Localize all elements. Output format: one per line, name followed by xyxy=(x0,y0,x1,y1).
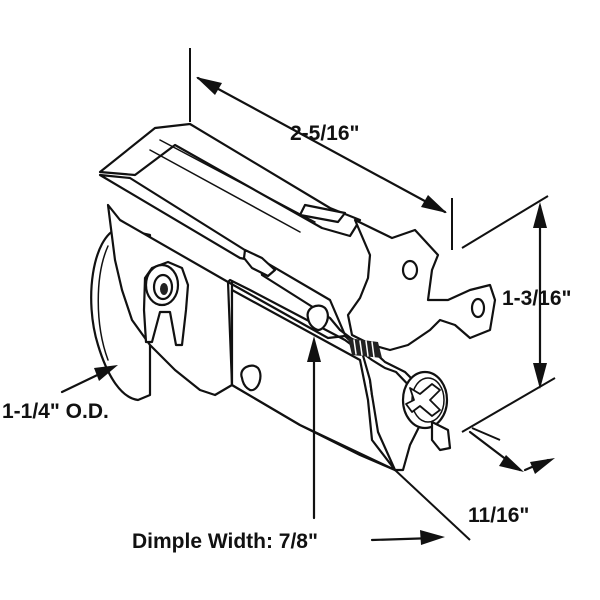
roller-wheel-rim xyxy=(97,245,109,361)
dimension-length: 2-5/16" xyxy=(189,48,453,250)
side-dimple-lower xyxy=(240,364,262,392)
dimension-depth: 11/16" xyxy=(394,427,555,541)
spring-coil xyxy=(348,338,382,358)
mounting-bracket xyxy=(346,218,497,352)
bracket-hole-left xyxy=(401,259,419,281)
roller-assembly xyxy=(90,122,497,472)
bracket-hole-right xyxy=(470,297,486,319)
label-length: 2-5/16" xyxy=(290,122,360,145)
label-dimple-width: Dimple Width: 7/8" xyxy=(132,530,318,553)
top-rail-lip xyxy=(298,203,347,224)
dimension-height: 1-3/16" xyxy=(461,195,572,433)
top-rail-inner xyxy=(149,139,316,233)
label-height: 1-3/16" xyxy=(502,287,572,310)
dimension-dimple: Dimple Width: 7/8" xyxy=(132,336,445,553)
label-depth: 11/16" xyxy=(468,504,529,527)
label-wheel-diameter: 1-1/4" O.D. xyxy=(2,400,109,423)
axle-hole xyxy=(160,283,168,295)
side-dimple-upper xyxy=(306,304,329,332)
adjustment-screw xyxy=(401,370,449,430)
bottom-tab xyxy=(430,420,452,452)
front-tab xyxy=(242,248,277,278)
axle-hub-inner xyxy=(152,273,174,301)
dimension-wheel: 1-1/4" O.D. xyxy=(2,365,118,423)
top-rail xyxy=(98,122,362,238)
